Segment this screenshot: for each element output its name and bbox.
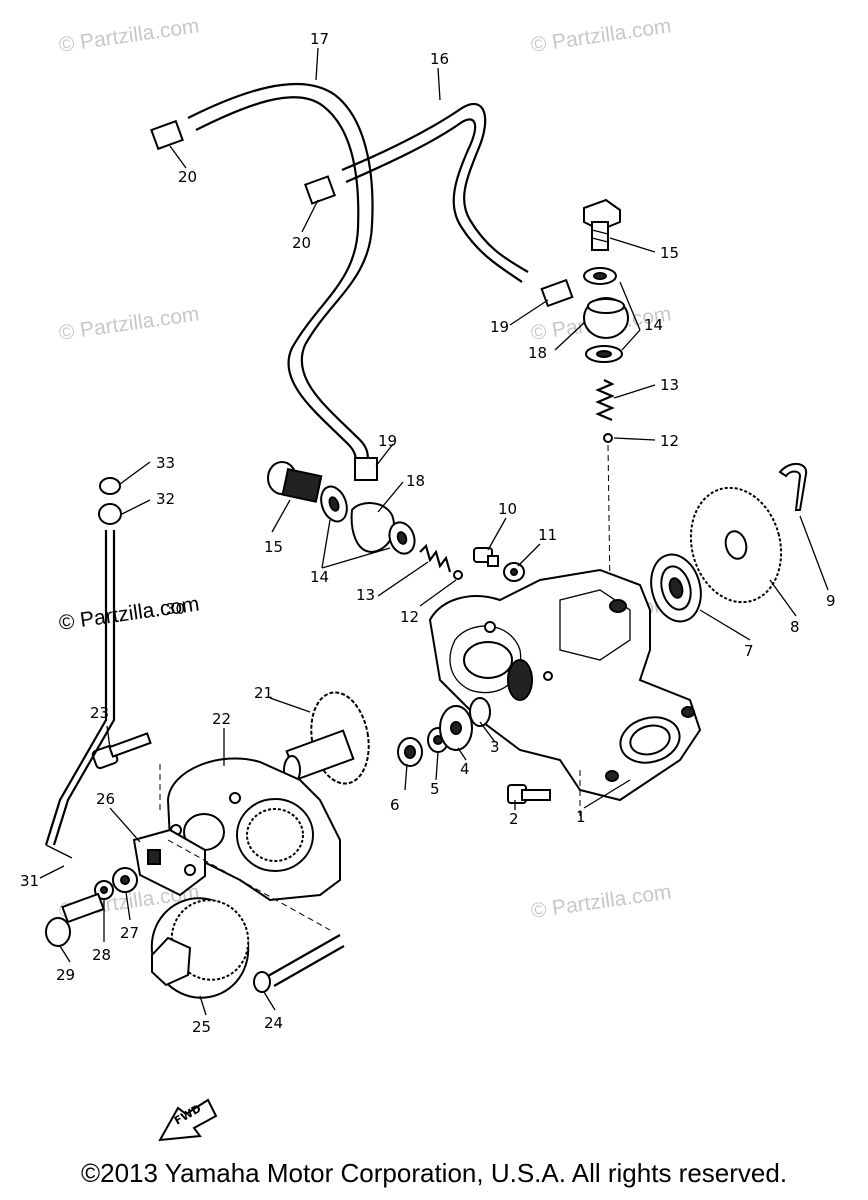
callout-10: 10	[498, 500, 517, 518]
callout-4: 4	[460, 760, 470, 778]
callout-19-left: 19	[378, 432, 397, 450]
callout-25: 25	[192, 1018, 211, 1036]
bearing-gear-pin	[650, 463, 808, 623]
plug-and-bolt	[150, 897, 345, 999]
callout-12-right: 12	[660, 432, 679, 450]
callout-20-lower: 20	[292, 234, 311, 252]
callout-9: 9	[826, 592, 836, 610]
screw-23	[91, 732, 152, 770]
callout-16: 16	[430, 50, 449, 68]
callout-13-left: 13	[356, 586, 375, 604]
leader-lines	[39, 47, 829, 1016]
callout-15-right: 15	[660, 244, 679, 262]
callout-8: 8	[790, 618, 800, 636]
callout-23: 23	[90, 704, 109, 722]
forward-direction-arrow: FWD	[158, 1098, 218, 1142]
left-banjo-assembly	[267, 457, 463, 580]
callout-14-right: 14	[644, 316, 663, 334]
copyright-notice: ©2013 Yamaha Motor Corporation, U.S.A. A…	[80, 1158, 788, 1188]
right-banjo-assembly	[540, 198, 629, 591]
watermark: © Partzilla.com	[57, 302, 200, 344]
callout-11: 11	[538, 526, 557, 544]
plate-and-fasteners	[45, 828, 206, 947]
callout-3: 3	[490, 738, 500, 756]
callout-7: 7	[744, 642, 754, 660]
callout-31: 31	[20, 872, 39, 890]
callout-19-right: 19	[490, 318, 509, 336]
callout-22: 22	[212, 710, 231, 728]
drive-gear-assembly	[283, 691, 491, 785]
hose-clip-20-upper	[150, 119, 184, 151]
callout-2: 2	[509, 810, 519, 828]
callout-29: 29	[56, 966, 75, 984]
callout-14-left: 14	[310, 568, 329, 586]
callout-24: 24	[264, 1014, 283, 1032]
hose-clip-20-lower	[304, 175, 336, 205]
callout-18-left: 18	[406, 472, 425, 490]
callout-27: 27	[120, 924, 139, 942]
callout-5: 5	[430, 780, 440, 798]
callout-30: 30	[166, 600, 185, 618]
screw-2	[507, 784, 551, 804]
callout-13-right: 13	[660, 376, 679, 394]
callout-12-left: 12	[400, 608, 419, 626]
callout-26: 26	[96, 790, 115, 808]
watermark: © Partzilla.com	[529, 14, 672, 56]
linkage-rod	[44, 477, 122, 859]
callout-21: 21	[254, 684, 273, 702]
callout-32: 32	[156, 490, 175, 508]
pump-cover	[166, 757, 341, 902]
oil-pump-body	[428, 568, 702, 802]
callout-33: 33	[156, 454, 175, 472]
callout-17: 17	[310, 30, 329, 48]
callout-labels: 1 2 3 4 5 6 7 8 9 10 11 12 12 13 13 14 1…	[20, 30, 836, 1036]
callout-1: 1	[576, 808, 586, 826]
watermark: © Partzilla.com	[529, 880, 672, 922]
callout-18-right: 18	[528, 344, 547, 362]
callout-20-upper: 20	[178, 168, 197, 186]
screw-10-washer-11	[473, 547, 525, 582]
callout-15-left: 15	[264, 538, 283, 556]
callout-28: 28	[92, 946, 111, 964]
callout-6: 6	[390, 796, 400, 814]
watermark: © Partzilla.com	[57, 14, 200, 56]
oil-delivery-hoses	[150, 82, 529, 465]
